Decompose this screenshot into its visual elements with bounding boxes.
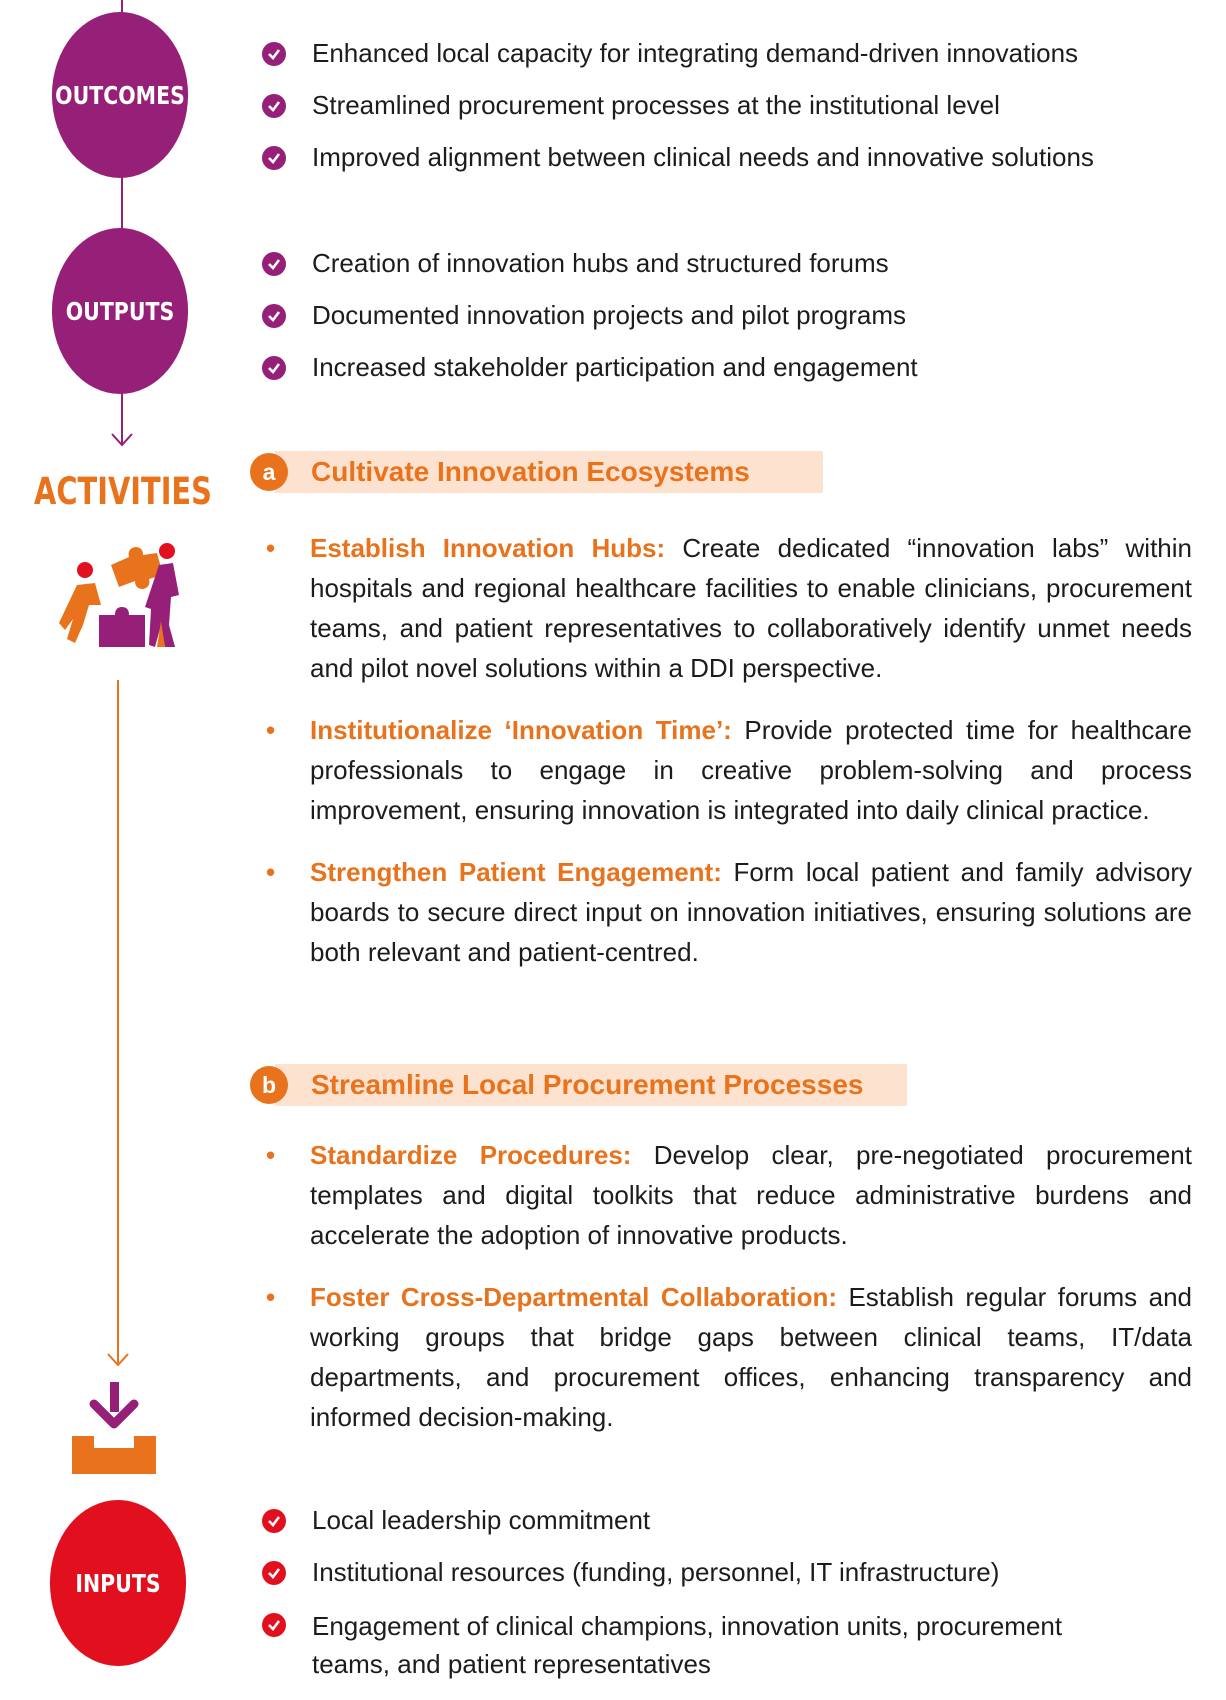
section-badge: b	[250, 1066, 288, 1104]
check-circle-icon	[262, 1561, 286, 1585]
list-item: Streamlined procurement processes at the…	[262, 88, 1094, 123]
bullet-icon: •	[266, 1282, 276, 1312]
list-item: • Strengthen Patient Engagement: Form loc…	[262, 852, 1192, 972]
output-text: Increased stakeholder participation and …	[312, 352, 918, 382]
inbox-download-icon	[72, 1382, 156, 1474]
activities-title: ACTIVITIES	[34, 470, 212, 513]
check-circle-icon	[262, 1509, 286, 1533]
item-lead: Establish Innovation Hubs:	[310, 533, 666, 563]
section-title: Streamline Local Procurement Processes	[311, 1069, 864, 1100]
item-lead: Foster Cross-Departmental Collaboration:	[310, 1282, 838, 1312]
list-item: Enhanced local capacity for integrating …	[262, 36, 1094, 71]
inputs-circle: INPUTS	[49, 1500, 187, 1666]
outcomes-circle: OUTCOMES	[51, 12, 189, 178]
section-title: Cultivate Innovation Ecosystems	[311, 456, 750, 487]
check-circle-icon	[262, 94, 286, 118]
inputs-list: Local leadership commitment Institutiona…	[262, 1503, 1142, 1700]
item-text: Create dedicated “innovation labs” withi…	[310, 533, 1192, 683]
timeline-line-outputs-activities	[121, 386, 123, 444]
timeline-line-top	[121, 0, 123, 14]
list-item: • Standardize Procedures: Develop clear, …	[262, 1135, 1192, 1255]
bullet-icon: •	[266, 715, 276, 745]
item-text: Develop clear, pre-negotiated procuremen…	[310, 1140, 1192, 1250]
list-item: • Institutionalize ‘Innovation Time’: Pro…	[262, 710, 1192, 830]
outputs-list: Creation of innovation hubs and structur…	[262, 246, 918, 402]
section-a-list: • Establish Innovation Hubs: Create dedic…	[262, 528, 1192, 994]
check-circle-icon	[262, 1613, 286, 1637]
list-item: Creation of innovation hubs and structur…	[262, 246, 918, 281]
section-a-header: a Cultivate Innovation Ecosystems	[250, 451, 823, 493]
check-circle-icon	[262, 356, 286, 380]
puzzle-team-icon	[59, 543, 179, 647]
section-badge: a	[250, 453, 288, 491]
item-text: Provide protected time for healthcare pr…	[310, 715, 1192, 825]
item-text: Establish regular forums and working gro…	[310, 1282, 1192, 1432]
output-text: Documented innovation projects and pilot…	[312, 300, 907, 330]
check-circle-icon	[262, 146, 286, 170]
list-item: Engagement of clinical champions, innova…	[262, 1607, 1142, 1683]
arrow-down-icon	[111, 433, 133, 447]
check-circle-icon	[262, 42, 286, 66]
list-item: Increased stakeholder participation and …	[262, 350, 918, 385]
outcome-text: Enhanced local capacity for integrating …	[312, 38, 1079, 68]
check-circle-icon	[262, 252, 286, 276]
item-lead: Institutionalize ‘Innovation Time’:	[310, 715, 732, 745]
bullet-icon: •	[266, 1140, 276, 1170]
list-item: Improved alignment between clinical need…	[262, 140, 1094, 175]
input-text: Engagement of clinical champions, innova…	[312, 1611, 1063, 1679]
section-b-list: • Standardize Procedures: Develop clear, …	[262, 1135, 1192, 1459]
list-item: Documented innovation projects and pilot…	[262, 298, 918, 333]
list-item: • Establish Innovation Hubs: Create dedic…	[262, 528, 1192, 688]
item-text: Form local patient and family advisory b…	[310, 857, 1192, 967]
outcome-text: Streamlined procurement processes at the…	[312, 90, 1000, 120]
input-text: Local leadership commitment	[312, 1505, 651, 1535]
list-item: • Foster Cross-Departmental Collaboration…	[262, 1277, 1192, 1437]
check-circle-icon	[262, 304, 286, 328]
output-text: Creation of innovation hubs and structur…	[312, 248, 889, 278]
arrow-down-icon	[107, 1353, 129, 1367]
list-item: Institutional resources (funding, person…	[262, 1555, 1142, 1590]
outputs-circle: OUTPUTS	[51, 228, 189, 394]
bullet-icon: •	[266, 533, 276, 563]
bullet-icon: •	[266, 857, 276, 887]
item-lead: Strengthen Patient Engagement:	[310, 857, 722, 887]
section-b-header: b Streamline Local Procurement Processes	[250, 1064, 907, 1106]
timeline-line-outcomes-outputs	[121, 170, 123, 230]
input-text: Institutional resources (funding, person…	[312, 1557, 1000, 1587]
item-lead: Standardize Procedures:	[310, 1140, 632, 1170]
outcome-text: Improved alignment between clinical need…	[312, 142, 1094, 172]
outcomes-list: Enhanced local capacity for integrating …	[262, 36, 1094, 192]
list-item: Local leadership commitment	[262, 1503, 1142, 1538]
timeline-line-activities	[117, 680, 119, 1363]
